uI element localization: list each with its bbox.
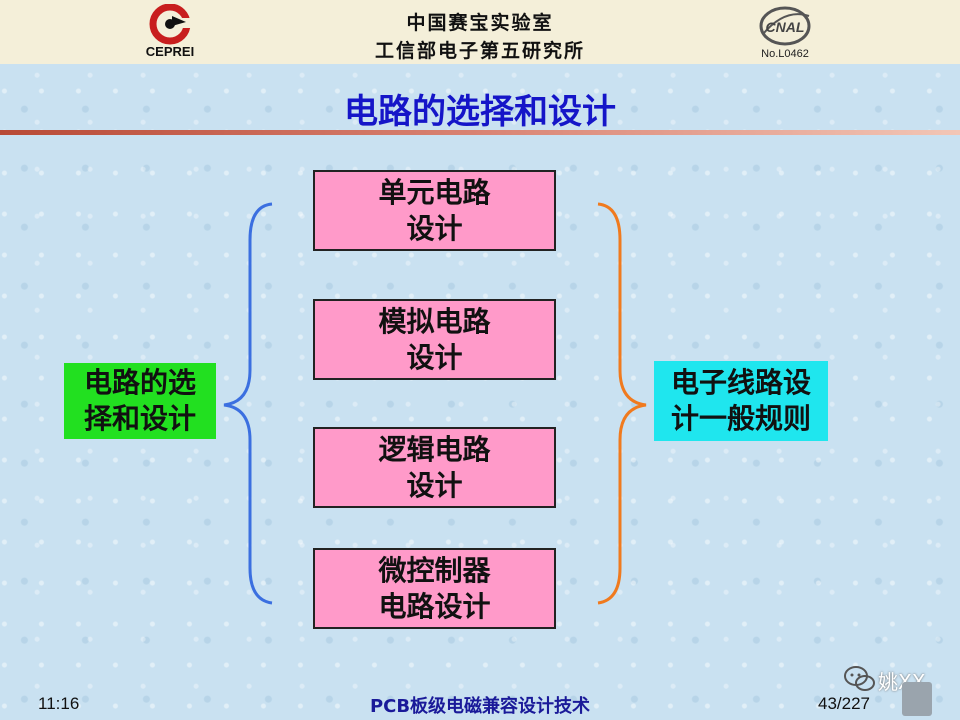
title-divider	[0, 130, 960, 135]
left-brace	[223, 202, 273, 605]
box-logic-circuit-design: 逻辑电路 设计	[313, 427, 556, 508]
box-general-design-rules: 电子线路设 计一般规则	[654, 361, 828, 441]
box-left-line1: 电路的选	[83, 366, 196, 399]
box-center-1-line1: 单元电路	[378, 175, 491, 209]
box-analog-circuit-design: 模拟电路 设计	[313, 299, 556, 380]
box-center-3-line1: 逻辑电路	[378, 432, 491, 466]
ceprei-logo-text: CEPREI	[145, 44, 195, 59]
cnal-logo-icon: CNAL	[759, 6, 811, 46]
right-brace	[597, 202, 647, 605]
watermark: 姚XX	[840, 660, 960, 720]
footer-course-title: PCB板级电磁兼容设计技术	[369, 696, 591, 717]
box-circuit-selection-design: 电路的选 择和设计	[64, 363, 216, 439]
box-unit-circuit-design: 单元电路 设计	[313, 170, 556, 251]
cnal-logo-number: No.L0462	[761, 48, 809, 60]
box-center-2-line1: 模拟电路	[378, 304, 491, 338]
org-name-line1: 中国赛宝实验室	[406, 12, 554, 34]
header-band: CEPREI 中国赛宝实验室 工信部电子第五研究所 CNAL No.L0462	[0, 0, 960, 64]
box-left-line2: 择和设计	[83, 402, 196, 435]
wechat-icon	[844, 666, 875, 691]
box-center-2-line2: 设计	[406, 340, 463, 374]
box-center-1-line2: 设计	[406, 211, 463, 245]
box-right-line2: 计一般规则	[670, 402, 811, 435]
ceprei-logo: CEPREI	[130, 3, 210, 62]
watermark-logo	[902, 682, 932, 716]
cnal-logo: CNAL No.L0462	[745, 4, 825, 62]
box-center-4-line1: 微控制器	[378, 553, 491, 587]
org-name-line2: 工信部电子第五研究所	[374, 40, 585, 62]
svg-text:CNAL: CNAL	[766, 19, 805, 35]
box-center-3-line2: 设计	[406, 468, 463, 502]
footer-time: 11:16	[38, 694, 80, 713]
ceprei-logo-icon	[149, 3, 192, 45]
box-microcontroller-circuit-design: 微控制器 电路设计	[313, 548, 556, 629]
box-right-line1: 电子线路设	[670, 366, 811, 399]
footer-page-number: 43/227	[818, 694, 870, 713]
box-center-4-line2: 电路设计	[378, 589, 491, 623]
slide-title: 电路的选择和设计	[344, 92, 616, 132]
